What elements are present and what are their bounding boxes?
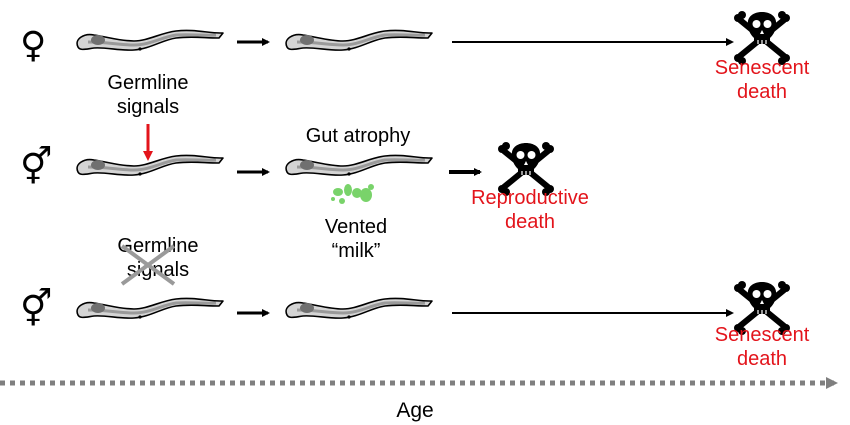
senescent-death-label-row1: Senescent death [714,57,810,103]
vented-milk-blobs [331,184,374,204]
worm-row2-young [75,153,225,178]
senescent-death-label-row3: Senescent death [714,324,810,370]
gut-atrophy-label: Gut atrophy [305,125,411,147]
worm-row1-adult [284,28,434,53]
hermaphrodite-symbol-row2: ⚥ [20,147,53,188]
worm-row1-young [75,28,225,53]
worm-row2-atrophied [284,153,434,178]
hermaphrodite-symbol-row3: ⚥ [20,289,53,330]
female-symbol: ♀ [20,25,47,66]
cross-out-icon [120,244,176,286]
worm-row3-young [75,296,225,321]
germline-signals-label: Germline signals [107,72,189,118]
reproductive-death-label: Reproductive death [471,187,589,233]
worm-row3-adult [284,296,434,321]
vented-milk-label: Vented “milk” [324,216,388,262]
age-axis-label: Age [396,399,434,422]
